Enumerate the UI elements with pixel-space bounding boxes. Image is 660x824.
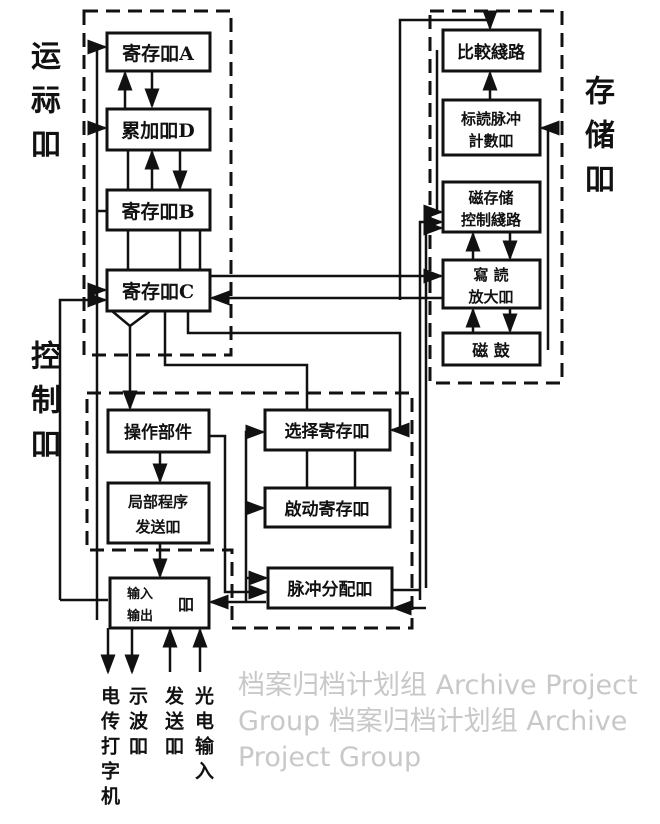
block-frame	[263, 486, 392, 529]
block-frame	[441, 28, 542, 73]
connection-line	[209, 434, 269, 600]
watermark-text: 档案归档计划组 Archive Project Group 档案归档计划组 Ar…	[238, 670, 638, 773]
block-frame	[106, 408, 211, 454]
block-label: 比較綫路	[457, 42, 526, 63]
block-label: 发送吅	[134, 518, 180, 536]
block-label: 寄存吅A	[122, 42, 194, 65]
connection-line	[186, 311, 410, 438]
block-label: 标読脉冲	[460, 110, 521, 128]
block-frame	[108, 576, 211, 630]
block-label: 操作部件	[124, 422, 192, 443]
block-frame	[105, 107, 212, 152]
block-frame	[441, 331, 542, 367]
block-frame	[441, 98, 542, 157]
operation-unit-block: 操作部件	[106, 408, 211, 454]
accumulator-d-block: 累加吅D	[105, 107, 212, 152]
block-frame	[263, 408, 392, 452]
compare-circuit-block: 比較綫路	[441, 28, 542, 73]
connection-line	[418, 214, 444, 600]
control-unit-border	[85, 391, 414, 630]
block-label: 输入	[127, 586, 153, 602]
block-label: 放大吅	[467, 288, 513, 306]
connections	[58, 10, 560, 675]
block-frame	[105, 268, 212, 313]
register-a-block: 寄存吅A	[105, 31, 212, 73]
register-c-block: 寄存吅C	[105, 268, 212, 313]
block-label: 局部程序	[127, 493, 188, 511]
block-label: 控制綫路	[461, 211, 522, 229]
io-device-transmitter: 发送吅	[162, 686, 184, 761]
magnetic-drum-block: 磁 鼓	[441, 331, 542, 367]
pulse-distributor-block: 脉冲分配吅	[266, 566, 394, 610]
io-device-oscilloscope: 示波吅	[126, 686, 148, 761]
arithmetic-unit-border	[82, 9, 233, 357]
storage-unit-label: 存储吅	[579, 75, 614, 207]
connection-line	[244, 424, 266, 602]
control-unit-label: 控制吅	[25, 340, 60, 472]
io-device-teletype: 电传打字机	[98, 686, 120, 811]
block-frame	[266, 566, 394, 610]
connection-line	[111, 310, 151, 328]
block-label: 脉冲分配吅	[287, 579, 373, 600]
select-register-block: 选择寄存吅	[263, 408, 392, 452]
connection-line	[423, 220, 444, 588]
connection-line	[58, 292, 108, 600]
io-device-photoelectric-input: 光电输入	[192, 686, 214, 786]
block-label: 吅	[178, 595, 194, 614]
block-frame	[441, 258, 542, 310]
block-label: 寄存吅B	[121, 200, 194, 223]
connection-line	[423, 50, 444, 220]
connection-line	[539, 120, 560, 350]
block-label: 寫 読	[473, 266, 508, 284]
block-frame	[105, 188, 212, 232]
block-label: 磁存储	[468, 189, 513, 207]
block-label: 計數吅	[468, 132, 513, 150]
block-label: 寄存吅C	[122, 280, 194, 303]
block-label: 累加吅D	[121, 120, 194, 142]
block-frame	[105, 31, 212, 73]
block-label: 磁 鼓	[472, 341, 511, 360]
connection-line	[163, 311, 309, 410]
block-frame	[106, 481, 211, 545]
block-label: 输出	[127, 608, 153, 624]
block-label: 选择寄存吅	[285, 421, 370, 442]
arithmetic-unit-label: 运祘吅	[25, 40, 60, 172]
connection-line	[87, 39, 108, 620]
block-label: 啟动寄存吅	[285, 499, 370, 520]
connection-line	[398, 10, 498, 300]
block-frame	[441, 180, 542, 234]
start-register-block: 啟动寄存吅	[263, 486, 392, 529]
register-b-block: 寄存吅B	[105, 188, 212, 232]
